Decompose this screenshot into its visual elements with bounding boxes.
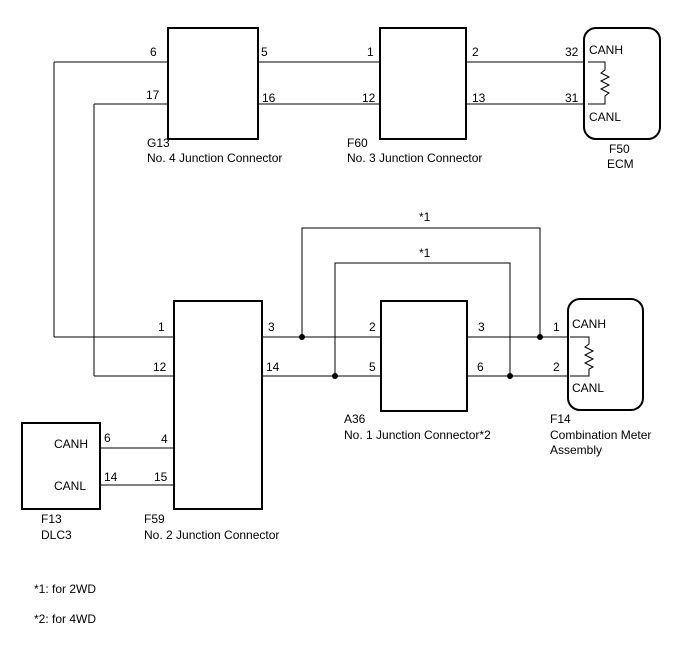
connector-name: No. 1 Junction Connector*2 bbox=[344, 428, 491, 442]
pin-label: 5 bbox=[369, 360, 376, 374]
canl-label: CANL bbox=[589, 110, 621, 124]
canl-label: CANL bbox=[54, 479, 86, 493]
footnote: *2: for 4WD bbox=[34, 612, 96, 626]
pin-label: 3 bbox=[268, 320, 275, 334]
pin-label: 2 bbox=[472, 45, 479, 59]
pin-label: 2 bbox=[369, 320, 376, 334]
connector-name: No. 3 Junction Connector bbox=[347, 151, 482, 165]
pin-label: 4 bbox=[161, 432, 168, 446]
connector-code: F14 bbox=[550, 412, 571, 426]
connector-name: Assembly bbox=[550, 443, 602, 457]
dlc3-box bbox=[21, 422, 101, 510]
pin-label: 16 bbox=[262, 91, 276, 105]
ecm-box bbox=[583, 27, 661, 140]
connector-code: A36 bbox=[344, 412, 366, 426]
pin-label: 12 bbox=[153, 360, 167, 374]
splice-dot bbox=[332, 373, 338, 379]
connector-f14-meter: 1 2 CANH CANL F14 Combination Meter Asse… bbox=[550, 298, 651, 457]
meter-box bbox=[567, 298, 644, 411]
bypass-note-mark: *1 bbox=[419, 210, 431, 224]
pin-label: 6 bbox=[150, 45, 157, 59]
connector-name: No. 4 Junction Connector bbox=[147, 151, 282, 165]
connector-code: G13 bbox=[147, 136, 170, 150]
pin-label: 6 bbox=[104, 431, 111, 445]
pin-label: 31 bbox=[565, 91, 579, 105]
connector-f59-box bbox=[173, 300, 263, 510]
pin-label: 5 bbox=[261, 45, 268, 59]
pin-label: 2 bbox=[553, 360, 560, 374]
connector-f60-box bbox=[379, 27, 467, 140]
pin-label: 12 bbox=[362, 91, 376, 105]
pin-label: 6 bbox=[477, 360, 484, 374]
connector-a36: 2 3 5 6 A36 No. 1 Junction Connector*2 bbox=[344, 300, 491, 442]
connector-code: F60 bbox=[347, 136, 368, 150]
canh-label: CANH bbox=[589, 43, 623, 57]
canh-label: CANH bbox=[54, 437, 88, 451]
splice-dot bbox=[537, 334, 543, 340]
pin-label: 32 bbox=[565, 45, 579, 59]
connector-f50-ecm: 32 31 CANH CANL F50 ECM bbox=[565, 27, 661, 171]
footnote: *1: for 2WD bbox=[34, 582, 96, 596]
splice-dot bbox=[299, 334, 305, 340]
connector-g13-box bbox=[167, 27, 259, 140]
canl-label: CANL bbox=[572, 381, 604, 395]
connector-f59: 1 3 12 14 4 15 F59 No. 2 Junction Connec… bbox=[144, 300, 280, 542]
splice-dot bbox=[507, 373, 513, 379]
pin-label: 14 bbox=[104, 470, 118, 484]
pin-label: 1 bbox=[158, 320, 165, 334]
bypass-note-mark: *1 bbox=[419, 246, 431, 260]
connector-name: Combination Meter bbox=[550, 428, 651, 442]
canh-label: CANH bbox=[572, 317, 606, 331]
canh-bypass-wire bbox=[301, 227, 541, 337]
canl-bypass-wire bbox=[334, 262, 511, 376]
connector-code: F13 bbox=[41, 512, 62, 526]
connector-name: ECM bbox=[607, 157, 634, 171]
pin-label: 3 bbox=[478, 320, 485, 334]
pin-label: 15 bbox=[154, 470, 168, 484]
connector-a36-box bbox=[380, 300, 468, 412]
connector-name: No. 2 Junction Connector bbox=[144, 528, 279, 542]
connector-name: DLC3 bbox=[41, 528, 72, 542]
pin-label: 14 bbox=[266, 360, 280, 374]
can-wires bbox=[53, 61, 588, 486]
connector-f13-dlc3: CANH CANL 6 14 F13 DLC3 bbox=[21, 422, 118, 542]
termination-resistor-icon bbox=[588, 61, 611, 105]
connector-code: F59 bbox=[144, 512, 165, 526]
connector-f60: 1 2 12 13 F60 No. 3 Junction Connector bbox=[347, 27, 486, 165]
pin-label: 17 bbox=[146, 88, 160, 102]
pin-label: 1 bbox=[553, 320, 560, 334]
pin-label: 1 bbox=[367, 45, 374, 59]
connector-code: F50 bbox=[609, 142, 630, 156]
connector-g13: 6 5 17 16 G13 No. 4 Junction Connector bbox=[146, 27, 282, 165]
pin-label: 13 bbox=[472, 91, 486, 105]
termination-resistor-icon bbox=[570, 336, 595, 377]
